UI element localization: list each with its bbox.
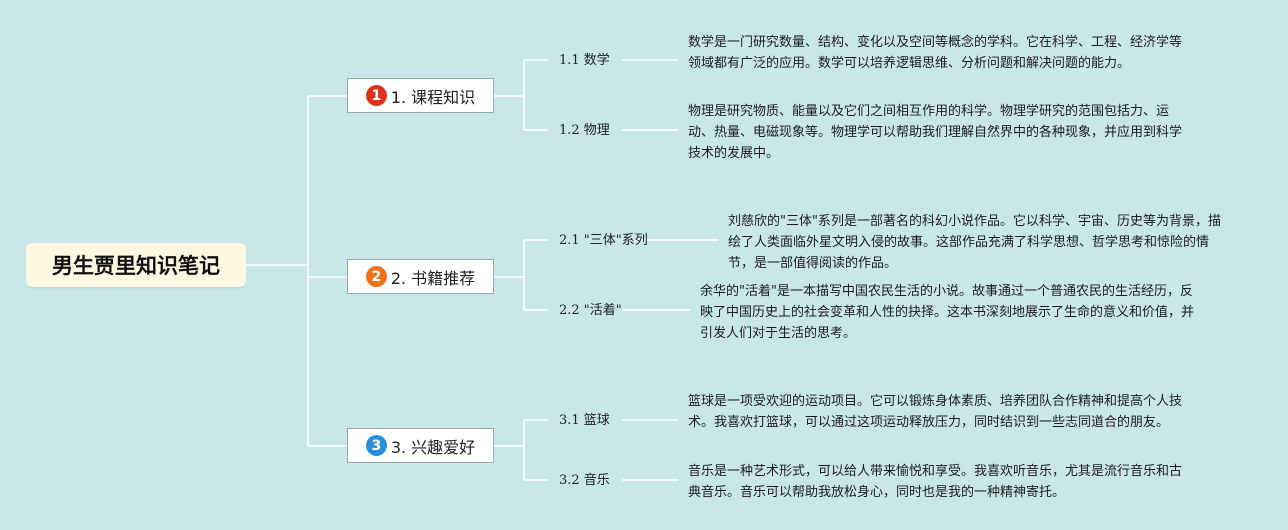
subtopic-label: 2.2 "活着": [559, 303, 622, 318]
note-basketball: 篮球是一项受欢迎的运动项目。它可以锻炼身体素质、培养团队合作精神和提高个人技术。…: [688, 391, 1186, 433]
note-to-live: 余华的"活着"是一本描写中国农民生活的小说。故事通过一个普通农民的生活经历，反映…: [700, 281, 1198, 344]
note-three-body: 刘慈欣的"三体"系列是一部著名的科幻小说作品。它以科学、宇宙、历史等为背景，描绘…: [728, 211, 1222, 274]
branch-topic-courses[interactable]: 1 1. 课程知识: [347, 78, 494, 113]
subtopic-physics[interactable]: 1.2 物理: [559, 122, 610, 140]
subtopic-label: 1.2 物理: [559, 123, 610, 138]
note-music: 音乐是一种艺术形式，可以给人带来愉悦和享受。我喜欢听音乐，尤其是流行音乐和古典音…: [688, 461, 1186, 503]
note-text: 篮球是一项受欢迎的运动项目。它可以锻炼身体素质、培养团队合作精神和提高个人技术。…: [688, 394, 1183, 430]
number-badge-icon: 2: [365, 266, 387, 287]
branch-label: 1. 课程知识: [390, 87, 476, 107]
branch-topic-hobbies[interactable]: 3 3. 兴趣爱好: [347, 428, 494, 463]
branch-label: 3. 兴趣爱好: [390, 437, 476, 457]
branch-label: 2. 书籍推荐: [390, 268, 476, 288]
note-text: 数学是一门研究数量、结构、变化以及空间等概念的学科。它在科学、工程、经济学等领域…: [688, 35, 1183, 71]
note-text: 余华的"活着"是一本描写中国农民生活的小说。故事通过一个普通农民的生活经历，反映…: [700, 284, 1195, 341]
note-math: 数学是一门研究数量、结构、变化以及空间等概念的学科。它在科学、工程、经济学等领域…: [688, 32, 1186, 74]
subtopic-music[interactable]: 3.2 音乐: [559, 472, 610, 490]
number-badge-icon: 1: [365, 85, 387, 106]
note-text: 刘慈欣的"三体"系列是一部著名的科幻小说作品。它以科学、宇宙、历史等为背景，描绘…: [728, 214, 1221, 271]
note-text: 物理是研究物质、能量以及它们之间相互作用的科学。物理学研究的范围包括力、运动、热…: [688, 104, 1183, 161]
note-text: 音乐是一种艺术形式，可以给人带来愉悦和享受。我喜欢听音乐，尤其是流行音乐和古典音…: [688, 464, 1183, 500]
subtopic-label: 3.2 音乐: [559, 473, 610, 488]
subtopic-label: 1.1 数学: [559, 53, 610, 68]
note-physics: 物理是研究物质、能量以及它们之间相互作用的科学。物理学研究的范围包括力、运动、热…: [688, 101, 1186, 164]
subtopic-three-body[interactable]: 2.1 "三体"系列: [559, 232, 648, 250]
subtopic-basketball[interactable]: 3.1 篮球: [559, 412, 610, 430]
root-topic[interactable]: 男生贾里知识笔记: [26, 243, 246, 287]
subtopic-math[interactable]: 1.1 数学: [559, 52, 610, 70]
branch-topic-books[interactable]: 2 2. 书籍推荐: [347, 259, 494, 294]
number-badge-icon: 3: [365, 435, 387, 456]
subtopic-label: 3.1 篮球: [559, 413, 610, 428]
subtopic-label: 2.1 "三体"系列: [559, 233, 648, 248]
root-topic-label: 男生贾里知识笔记: [52, 254, 220, 278]
subtopic-to-live[interactable]: 2.2 "活着": [559, 302, 622, 320]
